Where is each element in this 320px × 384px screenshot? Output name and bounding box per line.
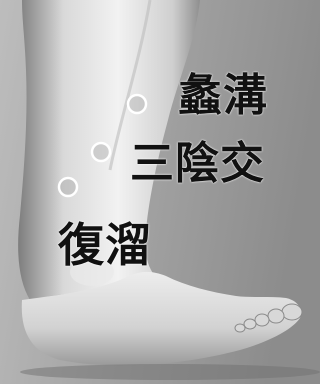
- label-sanyinjiao: 三陰交: [130, 138, 265, 189]
- foot-shadow: [20, 364, 320, 380]
- marker-sanyinjiao: [90, 141, 112, 163]
- ankle-bone: [70, 258, 114, 286]
- foot: [21, 271, 302, 366]
- marker-ligou: [126, 93, 148, 115]
- acupoint-markers: [57, 93, 148, 198]
- shin-shadow: [108, 0, 152, 171]
- label-fuliu: 復溜: [58, 218, 152, 272]
- label-ligou: 蠡溝: [178, 70, 268, 121]
- toes: [234, 303, 303, 333]
- marker-fuliu: [57, 176, 79, 198]
